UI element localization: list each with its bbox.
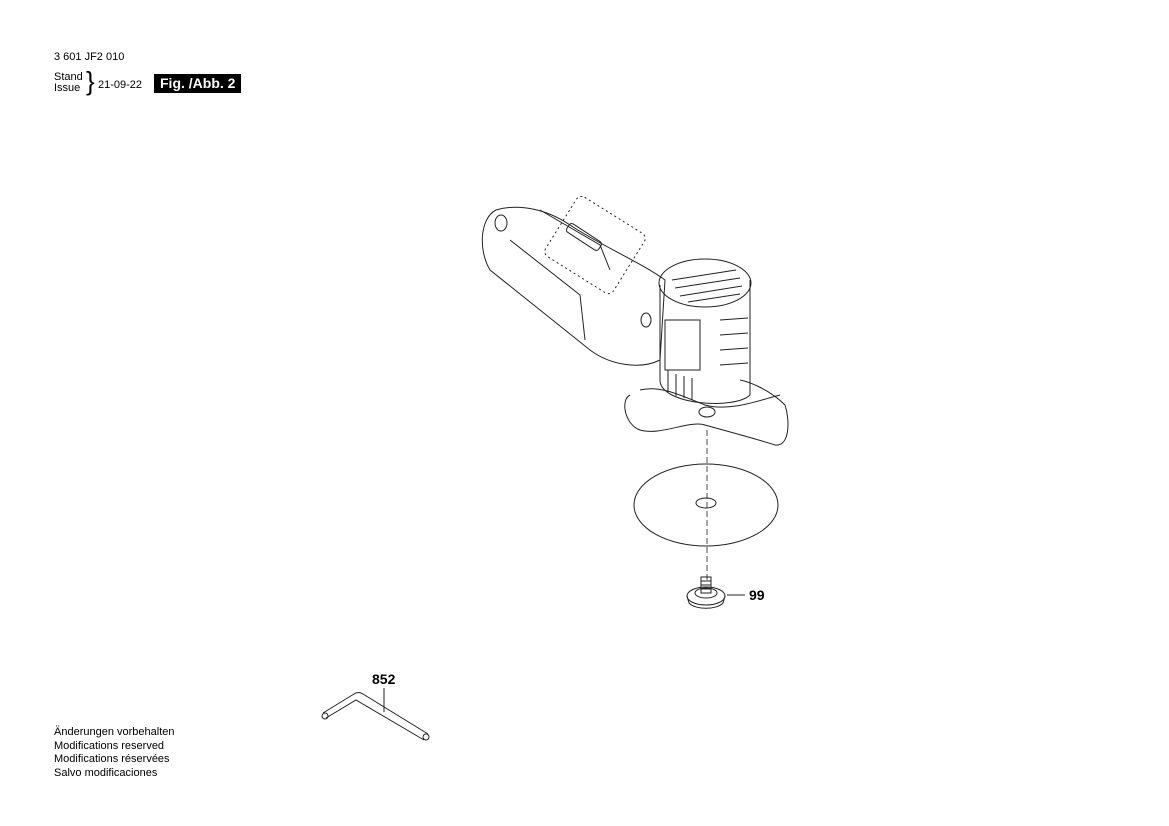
issue-label: Issue [54, 82, 81, 94]
footer-line-es: Salvo modificaciones [54, 766, 158, 779]
stand-label: Stand [54, 71, 83, 83]
cutting-disc-drawing [633, 463, 779, 547]
footer-line-en: Modifications reserved [54, 739, 165, 752]
screw-99-drawing [686, 576, 745, 609]
brace-symbol: } [86, 66, 95, 96]
footer-line-de: Änderungen vorbehalten [54, 726, 175, 738]
callout-99[interactable]: 99 [749, 587, 765, 603]
stand-issue-labels: Stand Issue [54, 72, 83, 94]
document-number: 3 601 JF2 010 [54, 51, 125, 63]
footer-line-fr: Modifications réservées [54, 753, 170, 765]
figure-label: Fig. /Abb. 2 [154, 74, 242, 93]
tool-body-drawing [481, 195, 789, 446]
callout-852[interactable]: 852 [372, 671, 396, 687]
hex-key-852-drawing [321, 688, 430, 741]
issue-date: 21-09-22 [98, 79, 143, 91]
modifications-notice: Änderungen vorbehalten Modifications res… [54, 726, 174, 780]
